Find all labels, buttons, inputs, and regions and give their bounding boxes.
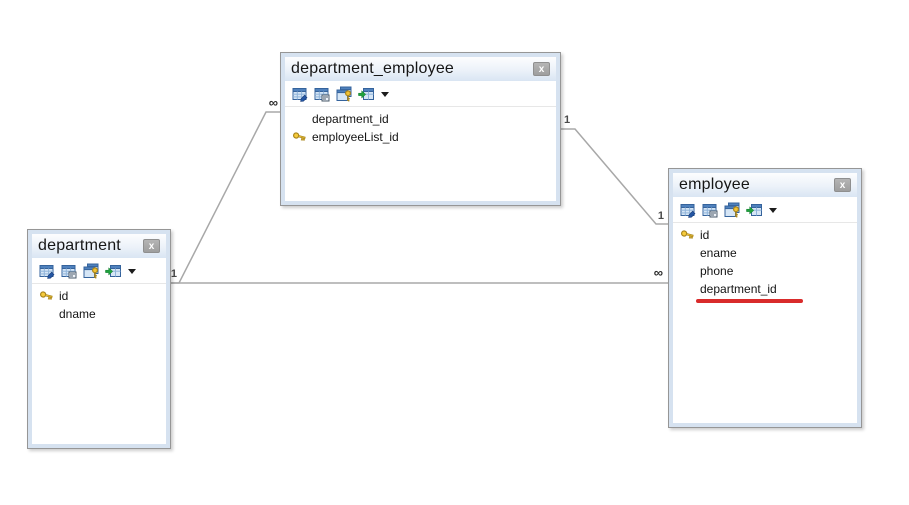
table-title-bar[interactable]: employee x [673, 173, 857, 197]
field-name: department_id [700, 282, 777, 296]
field-name: phone [700, 264, 734, 278]
field-row-department_id[interactable]: department_id [285, 110, 556, 128]
field-row-department_id[interactable]: department_id [673, 280, 857, 303]
table-title-bar[interactable]: department_employee x [285, 57, 556, 81]
table-body: id dname [32, 258, 166, 444]
field-name: id [700, 228, 710, 242]
table-properties-icon[interactable] [61, 263, 77, 279]
table-employee[interactable]: employee x id ename phone [668, 168, 862, 428]
field-row-id[interactable]: id [32, 287, 166, 305]
field-name: dname [59, 307, 96, 321]
manage-keys-icon[interactable] [83, 263, 99, 279]
dropdown-caret-icon[interactable] [769, 207, 777, 213]
cardinality-label-department-one: 1 [171, 268, 177, 280]
insert-column-icon[interactable] [358, 86, 374, 102]
primary-key-icon [680, 228, 695, 243]
field-name: id [59, 289, 69, 303]
edit-table-icon[interactable] [39, 263, 55, 279]
table-title: employee [679, 176, 750, 193]
field-list: id dname [32, 284, 166, 323]
field-row-employeeList_id[interactable]: employeeList_id [285, 128, 556, 146]
cardinality-label-department_employee-many: ∞ [269, 95, 278, 110]
table-department[interactable]: department x id dname [27, 229, 171, 449]
annotation-underline-red [696, 299, 803, 303]
table-title: department_employee [291, 60, 455, 77]
relationship-line-department-to-department_employee[interactable] [171, 111, 280, 284]
field-name: department_id [312, 112, 389, 126]
insert-column-icon[interactable] [105, 263, 121, 279]
table-properties-icon[interactable] [702, 202, 718, 218]
table-toolbar [673, 197, 857, 223]
table-body: id ename phone department_id [673, 197, 857, 423]
table-toolbar [32, 258, 166, 284]
relationship-line-department_employee-to-employee[interactable] [561, 128, 668, 225]
table-properties-icon[interactable] [314, 86, 330, 102]
close-icon[interactable]: x [834, 178, 851, 192]
insert-column-icon[interactable] [746, 202, 762, 218]
cardinality-label-department_employee-one: 1 [564, 114, 570, 126]
table-title-bar[interactable]: department x [32, 234, 166, 258]
cardinality-label-employee-many: ∞ [654, 265, 663, 280]
primary-key-icon [39, 289, 54, 304]
dropdown-caret-icon[interactable] [128, 268, 136, 274]
field-row-ename[interactable]: ename [673, 244, 857, 262]
dropdown-caret-icon[interactable] [381, 91, 389, 97]
close-icon[interactable]: x [533, 62, 550, 76]
field-row-dname[interactable]: dname [32, 305, 166, 323]
field-list: id ename phone department_id [673, 223, 857, 303]
field-row-phone[interactable]: phone [673, 262, 857, 280]
manage-keys-icon[interactable] [724, 202, 740, 218]
field-list: department_id employeeList_id [285, 107, 556, 146]
table-title: department [38, 237, 121, 254]
close-icon[interactable]: x [143, 239, 160, 253]
table-department_employee[interactable]: department_employee x department_id empl… [280, 52, 561, 206]
edit-table-icon[interactable] [680, 202, 696, 218]
field-name: ename [700, 246, 737, 260]
cardinality-label-employee-one: 1 [658, 210, 664, 222]
table-body: department_id employeeList_id [285, 81, 556, 201]
field-row-id[interactable]: id [673, 226, 857, 244]
manage-keys-icon[interactable] [336, 86, 352, 102]
primary-key-icon [292, 130, 307, 145]
table-toolbar [285, 81, 556, 107]
edit-table-icon[interactable] [292, 86, 308, 102]
field-name: employeeList_id [312, 130, 399, 144]
